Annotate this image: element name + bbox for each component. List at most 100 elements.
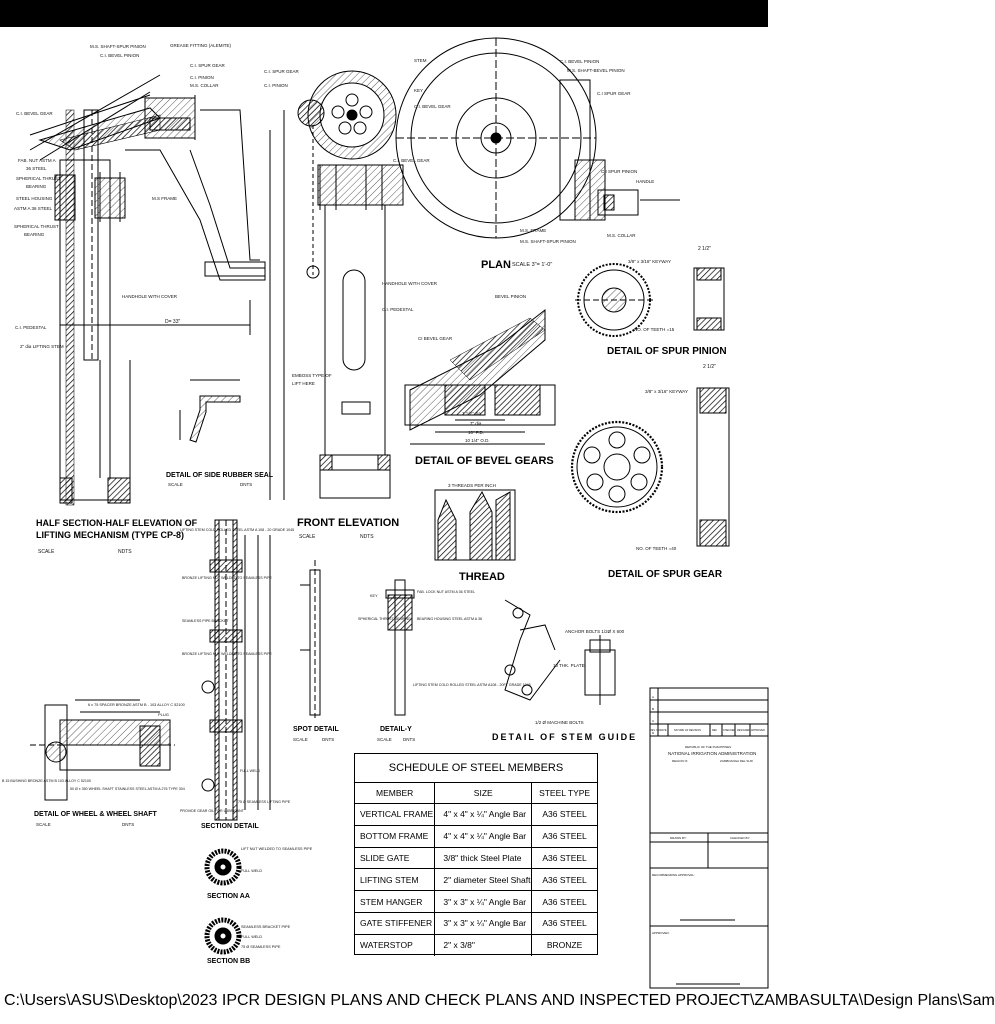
label-ms-collar: M.S. COLLAR xyxy=(190,83,219,88)
stem-label-bronze2: BRONZE LIFTING NUT WELDED TO SEAMLESS PI… xyxy=(182,652,272,656)
label-spherical-thrust-1: SPHERICAL THRUST xyxy=(16,176,61,181)
table-row: STEM HANGER 3" x 3" x ¼" Angle Bar A36 S… xyxy=(355,890,597,913)
side-rubber-seal-scale-value: DNTS xyxy=(240,482,252,487)
tb-republic: REPUBLIC OF THE PHILIPPINES xyxy=(685,745,731,749)
detail-y-scale-label: SCALE xyxy=(377,737,392,742)
schedule-member: VERTICAL FRAME xyxy=(355,803,436,826)
bevel-pinion-label: BEVEL PINION xyxy=(495,294,526,299)
bevel-dim-4: 10 1/4" O.D. xyxy=(465,438,490,443)
half-section-scale-label: SCALE xyxy=(38,549,55,555)
schedule-member: STEM HANGER xyxy=(355,890,436,913)
section-aa-label-1: LIFT NUT WELDED TO SEAMLESS PIPE xyxy=(241,847,313,851)
stem-label-seamless-bracket: SEAMLESS PIPE BRACKET xyxy=(182,619,229,623)
schedule-steel-type: A36 STEEL xyxy=(531,912,597,935)
detail-y-label-spherical: SPHERICAL THRUST BEARING xyxy=(358,617,411,621)
section-bb-title: SECTION BB xyxy=(207,958,250,965)
stem-guide-bolts: 1/2 Ø MACHINE BOLTS xyxy=(535,720,584,725)
rev-row-a: A xyxy=(652,695,654,699)
plan-label-ms-frame: M.S. FRAME xyxy=(520,228,546,233)
top-band xyxy=(0,0,768,27)
label-spherical-thrust2-2: BEARING xyxy=(24,232,45,237)
plan-label-key: KEY xyxy=(414,88,423,93)
stem-label-gear-oil: PROVIDE GEAR OIL FOR LUBRICANT xyxy=(180,809,245,813)
schedule-steel-type: A36 STEEL xyxy=(531,868,597,892)
thread-title: THREAD xyxy=(459,571,505,583)
label-shaft-spur-pinion: M.S. SHAFT-SPUR PINION xyxy=(90,44,146,49)
schedule-steel-type: A36 STEEL xyxy=(531,803,597,826)
tb-recommending: RECOMMENDING APPROVAL: xyxy=(652,873,695,877)
stem-section-drawing xyxy=(201,519,271,821)
table-row: BOTTOM FRAME 4" x 4" x ¼" Angle Bar A36 … xyxy=(355,825,597,848)
fe-label-ci-pinion: C.I. PINION xyxy=(264,83,288,88)
label-fab-nut-2: 36 STEEL xyxy=(26,166,47,171)
schedule-steel-type: A36 STEEL xyxy=(531,847,597,870)
front-elevation-scale-value: NDTS xyxy=(360,534,374,540)
spur-gear-keyway: 3/8" x 3/16" KEYWAY xyxy=(645,389,688,394)
wheel-label-shaft: 50 Ø x 350 WHEEL SHAFT STAINLESS STEEL A… xyxy=(70,787,185,791)
bevel-gear-label: CI BEVEL GEAR xyxy=(418,336,453,341)
wheel-shaft-scale-value: DNTS xyxy=(122,822,134,827)
front-elevation-drawing xyxy=(283,70,404,500)
detail-y-title: DETAIL-Y xyxy=(380,726,412,733)
half-section-title-2: LIFTING MECHANISM (TYPE CP-8) xyxy=(36,530,184,540)
fe-label-ci-pedestal: C.I. PEDESTAL xyxy=(382,307,414,312)
label-fab-nut-1: FAB. NUT ASTM A xyxy=(18,158,56,163)
plan-label-ms-shaft-spur-pinion: M.S. SHAFT-SPUR PINION xyxy=(520,239,576,244)
plan-label-ci-bevel-pinion: C.I. BEVEL PINION xyxy=(560,59,599,64)
stem-guide-anchor: ANCHOR BOLTS 1/2Ø X 600 xyxy=(565,629,625,634)
schedule-steel-type: A36 STEEL xyxy=(531,890,597,913)
spot-detail-scale-value: DNTS xyxy=(322,737,334,742)
spur-gear-drawing xyxy=(570,387,730,547)
stem-label-seamless-lifting: 75 Ø SEAMLESS LIFTING PIPE xyxy=(238,800,291,804)
side-rubber-seal-drawing xyxy=(179,379,241,443)
thread-drawing xyxy=(434,489,516,561)
schedule-size: 3" x 3" x ¼" Angle Bar xyxy=(434,890,533,913)
table-row: LIFTING STEM 2" diameter Steel Shaft A36… xyxy=(355,868,597,892)
rev-header-nature: NATURE OF REVISION xyxy=(674,729,701,732)
table-row: SLIDE GATE 3/8" thick Steel Plate A36 ST… xyxy=(355,847,597,870)
tb-approved: APPROVED: xyxy=(652,931,670,935)
side-rubber-seal-scale-label: SCALE xyxy=(168,482,183,487)
section-bb-label-2: FULL WELD xyxy=(241,935,262,939)
plan-label-stem: STEM xyxy=(414,58,427,63)
fe-label-emboss-2: LIFT HERE xyxy=(292,381,315,386)
stem-guide-drawing xyxy=(504,599,616,705)
schedule-member: LIFTING STEM xyxy=(355,868,436,892)
rev-header-date: DATE xyxy=(660,729,667,732)
tb-region: REGION IX xyxy=(672,759,688,763)
label-ms-frame: M.S FRAME xyxy=(152,196,177,201)
stem-section-title: SECTION DETAIL xyxy=(201,823,260,830)
table-row: WATERSTOP 2" x 3/8" BRONZE xyxy=(355,934,597,956)
table-row: VERTICAL FRAME 4" x 4" x ¼" Angle Bar A3… xyxy=(355,803,597,826)
detail-y-drawing xyxy=(385,579,415,716)
schedule-title: SCHEDULE OF STEEL MEMBERS xyxy=(355,754,597,783)
schedule-size: 3/8" thick Steel Plate xyxy=(434,847,533,870)
section-aa-title: SECTION AA xyxy=(207,893,250,900)
tb-agency: NATIONAL IRRIGATION ADMINISTRATION xyxy=(668,751,756,756)
schedule-steel-type: BRONZE xyxy=(546,940,583,951)
stem-guide-title: DETAIL OF STEM GUIDE xyxy=(492,732,637,742)
spur-pinion-drawing xyxy=(575,263,725,337)
schedule-steel-type: A36 STEEL xyxy=(531,825,597,848)
front-elevation-scale-label: SCALE xyxy=(299,534,316,540)
detail-y-label-key: KEY xyxy=(370,594,378,598)
schedule-member: GATE STIFFENER xyxy=(355,912,436,935)
steel-members-schedule: SCHEDULE OF STEEL MEMBERS MEMBER SIZE ST… xyxy=(354,753,598,956)
label-spherical-thrust2-1: SPHERICAL THRUST xyxy=(14,224,59,229)
schedule-size: 3" x 3" x ¼" Angle Bar xyxy=(434,912,533,935)
schedule-table: MEMBER SIZE STEEL TYPE VERTICAL FRAME 4"… xyxy=(355,783,597,956)
file-path-footer: C:\Users\ASUS\Desktop\2023 IPCR DESIGN P… xyxy=(0,990,995,1012)
table-row: GATE STIFFENER 3" x 3" x ¼" Angle Bar A3… xyxy=(355,912,597,935)
label-handhole: HANDHOLE WITH COVER xyxy=(122,294,178,299)
rev-header-designed: DESIGNED xyxy=(737,729,750,732)
spur-pinion-title: DETAIL OF SPUR PINION xyxy=(607,346,727,357)
rev-row-c: C xyxy=(652,719,655,723)
tb-checked: CHECKED BY: xyxy=(730,836,750,840)
section-bb-label-1: SEAMLESS BRACKET PIPE xyxy=(241,925,291,929)
spur-gear-teeth: NO. OF TEETH =40 xyxy=(636,546,677,551)
spur-pinion-teeth: NO. OF TEETH =15 xyxy=(634,327,675,332)
wheel-label-plug: PLUG xyxy=(158,712,169,717)
schedule-size: 4" x 4" x ¼" Angle Bar xyxy=(434,803,533,826)
wheel-label-spacer: 6 x 75 SPACER BRONZE ASTM B - 103 ALLOY … xyxy=(88,703,185,707)
fe-label-emboss-1: EMBOSS TYPE OF xyxy=(292,373,332,378)
